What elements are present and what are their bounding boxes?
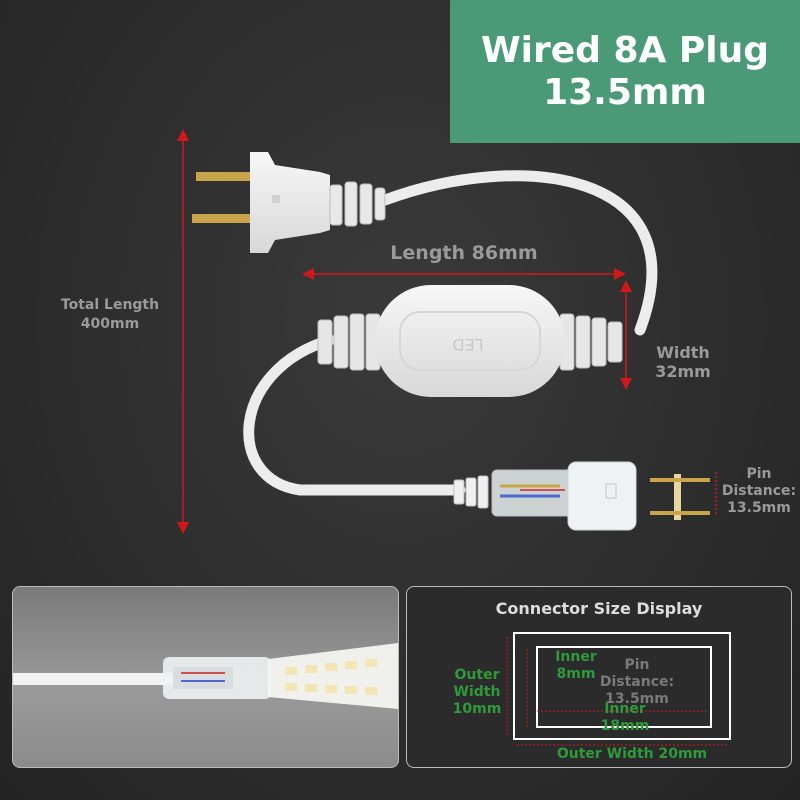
outer-width-left-label: Outer Width 10mm bbox=[447, 667, 507, 718]
pin-distance-line-2: Distance: bbox=[721, 483, 797, 499]
cable bbox=[243, 170, 658, 496]
inner-top-label: Inner 8mm bbox=[549, 649, 603, 683]
inner-bottom-line-1: Inner bbox=[604, 701, 646, 717]
width-line-1: Width bbox=[656, 343, 710, 362]
size-panel-title: Connector Size Display bbox=[495, 599, 703, 618]
pin-distance-line-1: Pin bbox=[746, 466, 772, 482]
total-length-label: Total Length 400mm bbox=[48, 296, 172, 334]
inner-bottom-label: Inner 18mm bbox=[595, 701, 655, 735]
width-label: Width 32mm bbox=[646, 343, 720, 381]
width-line-2: 32mm bbox=[655, 362, 711, 381]
outer-width-left-line-3: 10mm bbox=[452, 701, 502, 717]
connector-size-panel: Connector Size Display Outer Width 10mm … bbox=[406, 586, 792, 768]
strip-photo-panel bbox=[12, 586, 399, 768]
plug-head bbox=[250, 152, 386, 253]
plug-prongs bbox=[192, 172, 254, 223]
outer-width-left-line-2: Width bbox=[453, 684, 501, 700]
inner-top-line-2: 8mm bbox=[556, 666, 596, 682]
pin-distance-center-line-3: 13.5mm bbox=[605, 691, 669, 707]
outer-width-bottom-label: Outer Width 20mm bbox=[556, 746, 708, 762]
length-label: Length 86mm bbox=[390, 242, 538, 264]
pin-distance-center-label: Pin Distance: 13.5mm bbox=[589, 657, 685, 708]
inner-top-line-1: Inner bbox=[555, 649, 597, 665]
outer-width-left-line-1: Outer bbox=[454, 667, 500, 683]
inner-bottom-line-2: 18mm bbox=[600, 718, 650, 734]
strip-photo bbox=[13, 643, 398, 709]
title-line-2: 13.5mm bbox=[543, 71, 707, 113]
body-marking: LED bbox=[452, 335, 483, 354]
size-diagram bbox=[506, 632, 731, 746]
connector bbox=[453, 461, 637, 531]
total-length-line-1: Total Length bbox=[60, 297, 160, 313]
loose-pin bbox=[650, 474, 710, 520]
pin-distance-center-line-2: Distance: bbox=[599, 674, 675, 690]
pin-distance-line-3: 13.5mm bbox=[727, 500, 791, 516]
pin-distance-label: Pin Distance: 13.5mm bbox=[718, 466, 800, 517]
total-length-line-2: 400mm bbox=[80, 316, 140, 332]
title-line-1: Wired 8A Plug bbox=[480, 29, 770, 71]
pin-distance-center-line-1: Pin bbox=[624, 657, 650, 673]
rectifier-body: LED bbox=[317, 285, 623, 397]
title-banner: Wired 8A Plug 13.5mm bbox=[450, 0, 800, 143]
plug-cable-drawing: LED bbox=[177, 129, 717, 534]
